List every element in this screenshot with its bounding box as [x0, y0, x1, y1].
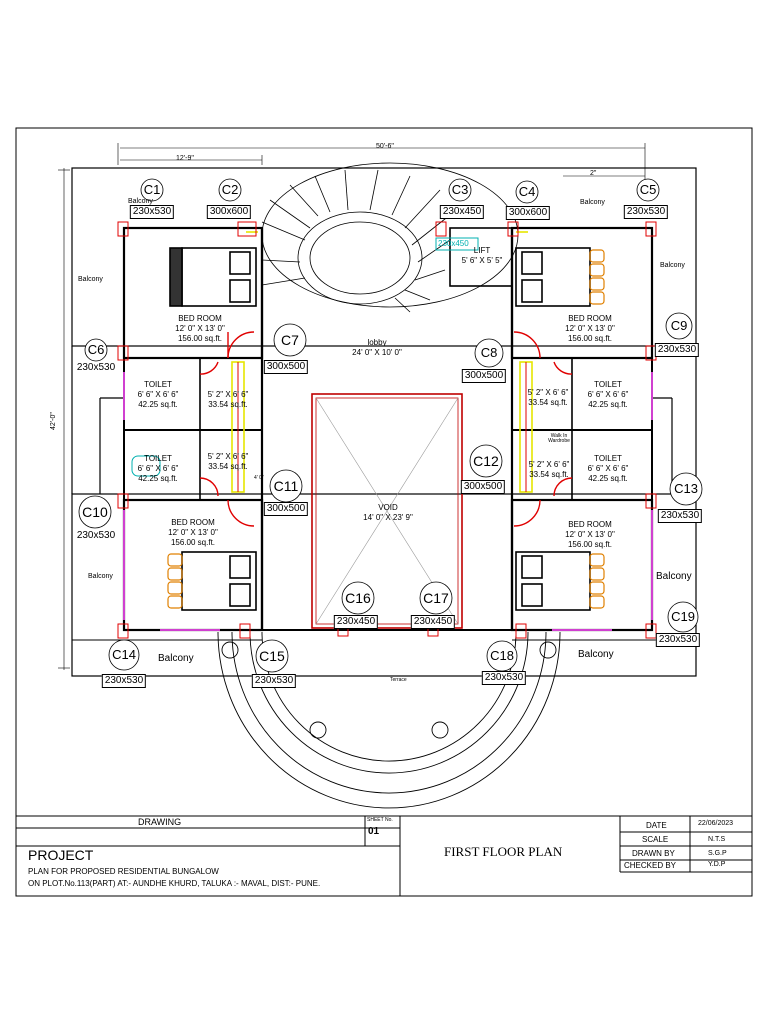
balcony-right-lower: Balcony — [656, 571, 692, 582]
beds — [169, 247, 591, 611]
windows — [123, 372, 653, 631]
spiral-staircase — [261, 162, 519, 313]
column-label: C2 — [221, 182, 239, 197]
column-label: C19 — [671, 609, 695, 624]
column-size: 230x450 — [333, 615, 379, 629]
scale-label: SCALE — [642, 835, 669, 844]
balcony-bottom-left: Balcony — [158, 653, 194, 664]
checked-by-label: CHECKED BY — [624, 861, 677, 870]
dim-left: 12'-9" — [176, 155, 194, 162]
drawing-label: DRAWING — [138, 817, 182, 827]
column-size: 300x500 — [460, 480, 506, 494]
balcony-left-lower: Balcony — [88, 573, 113, 580]
column-size: 230x530 — [74, 362, 118, 374]
column-label: C3 — [451, 182, 469, 197]
balcony-left: Balcony — [78, 276, 103, 283]
column-label: C12 — [473, 453, 499, 469]
column-size: 230x530 — [101, 674, 147, 688]
column-size: 230x530 — [654, 343, 700, 357]
dimension-lines — [58, 143, 646, 670]
sheet-number: 01 — [368, 826, 380, 837]
column-label: C4 — [518, 184, 536, 199]
dim-right: 2" — [590, 170, 597, 177]
column-size: 230x450 — [439, 205, 485, 219]
column-label: C11 — [273, 478, 299, 494]
sheet-label: SHEET No. — [367, 817, 393, 823]
drawing-title: FIRST FLOOR PLAN — [444, 844, 563, 859]
sheet-border — [15, 127, 753, 897]
column-label: C14 — [112, 647, 136, 662]
scale-value: N.T.S — [708, 836, 726, 843]
void-area — [311, 393, 463, 629]
room-dress-left-1: 5' 2" X 6' 6"33.54 sq.ft. — [207, 390, 249, 409]
dim-overall: 50'-6" — [376, 143, 394, 150]
lift-column-size: 230x450 — [438, 239, 469, 248]
bedside-seats — [167, 249, 605, 609]
balcony-top-right: Balcony — [580, 199, 605, 206]
column-label: C13 — [674, 481, 698, 496]
walkin-label: Walk In Wardrobe — [548, 433, 570, 444]
column-size: 300x500 — [263, 502, 309, 516]
drawn-by-value: S.G.P — [708, 850, 727, 857]
column-size: 230x530 — [129, 205, 175, 219]
column-size: 300x500 — [461, 369, 507, 383]
column-label: C6 — [87, 342, 105, 357]
doors — [199, 331, 573, 527]
column-size: 230x530 — [623, 205, 669, 219]
column-label: C15 — [259, 648, 285, 664]
column-size: 300x500 — [263, 360, 309, 374]
small-note: 4' 0" — [254, 475, 264, 481]
terrace-arcs — [217, 631, 561, 809]
column-label: C17 — [423, 590, 449, 606]
room-dress-right-1: 5' 2" X 6' 6"33.54 sq.ft. — [527, 388, 569, 407]
terrace-label: Terrace — [390, 677, 407, 683]
date-value: 22/06/2023 — [698, 820, 734, 827]
column-label: C1 — [143, 182, 161, 197]
checked-by-value: Y.D.P — [708, 861, 726, 868]
project-line-2: ON PLOT.No.113(PART) AT:- AUNDHE KHURD, … — [28, 879, 321, 888]
column-size: 230x530 — [74, 530, 118, 542]
column-label: C9 — [670, 318, 688, 333]
walls — [71, 167, 697, 677]
column-size: 230x530 — [657, 509, 703, 523]
column-size: 230x530 — [655, 633, 701, 647]
column-label: C18 — [490, 648, 514, 663]
column-size: 300x600 — [206, 205, 252, 219]
column-size: 230x450 — [410, 615, 456, 629]
balcony-bottom-right: Balcony — [578, 649, 614, 660]
project-label: PROJECT — [28, 847, 94, 863]
column-size: 230x530 — [251, 674, 297, 688]
column-size: 300x600 — [505, 206, 551, 220]
balcony-right: Balcony — [660, 262, 685, 269]
column-size: 230x530 — [481, 671, 527, 685]
dim-depth: 42'-0" — [50, 412, 57, 430]
column-label: C7 — [281, 332, 299, 348]
column-label: C8 — [480, 345, 498, 360]
date-label: DATE — [646, 821, 667, 830]
column-label: C5 — [639, 182, 657, 197]
toilet-note-highlight — [131, 455, 161, 477]
column-label: C16 — [345, 590, 371, 606]
column-label: C10 — [82, 504, 108, 520]
project-line-1: PLAN FOR PROPOSED RESIDENTIAL BUNGALOW — [28, 867, 219, 876]
balcony-top-left: Balcony — [128, 198, 153, 205]
room-dress-left-2: 5' 2" X 6' 6"33.54 sq.ft. — [207, 452, 249, 471]
room-dress-right-2: 5' 2" X 6' 6"33.54 sq.ft. — [528, 460, 570, 479]
column-circles — [78, 178, 703, 673]
drawn-by-label: DRAWN BY — [632, 849, 675, 858]
title-block-grid — [16, 816, 752, 896]
lift-column-highlight — [435, 237, 479, 251]
